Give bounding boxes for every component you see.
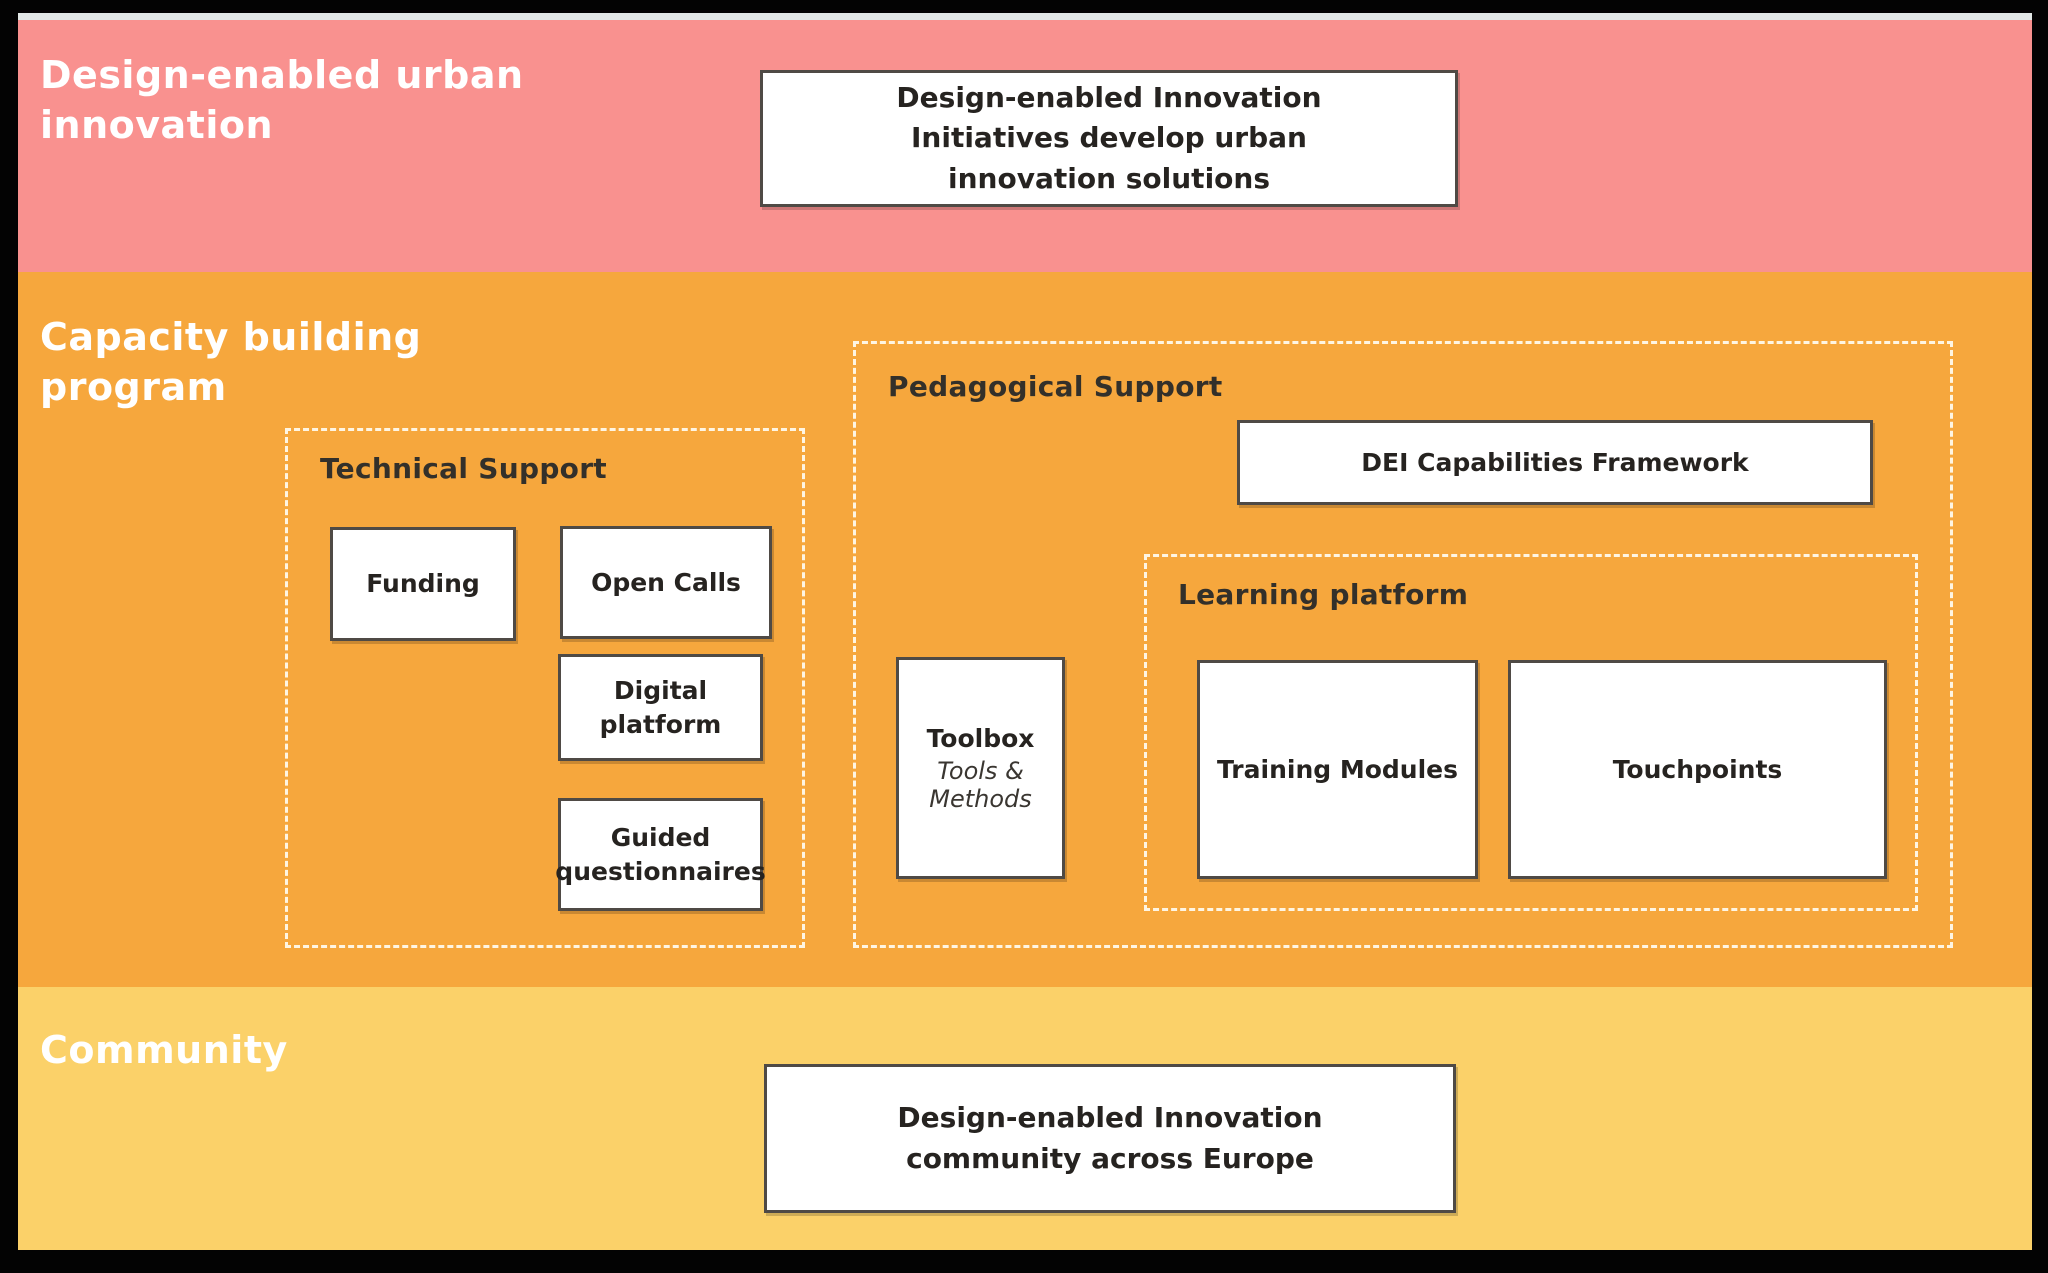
box-dei-capabilities-framework: DEI Capabilities Framework <box>1237 420 1873 505</box>
band-title-capacity-building-program: Capacity building program <box>40 315 422 410</box>
band-design-enabled-urban-innovation: Design-enabled urban innovation Design-e… <box>18 20 2032 272</box>
band-title-community: Community <box>40 1028 288 1072</box>
band-title-design-enabled-urban-innovation: Design-enabled urban innovation <box>40 53 524 148</box>
box-design-enabled-innovation-initiatives: Design-enabled Innovation Initiatives de… <box>760 70 1458 207</box>
group-title-learning-platform: Learning platform <box>1178 578 1469 611</box>
top-edge-highlight <box>18 13 2032 20</box>
box-funding: Funding <box>330 527 516 641</box>
band-community: Community Design-enabled Innovation comm… <box>18 987 2032 1250</box>
group-pedagogical-support <box>853 341 1953 948</box>
box-open-calls: Open Calls <box>560 526 772 639</box>
box-digital-platform: Digital platform <box>558 654 763 761</box>
diagram-content: Design-enabled urban innovation Design-e… <box>18 13 2032 1250</box>
band-capacity-building-program: Capacity building program Technical Supp… <box>18 272 2032 987</box>
box-touchpoints: Touchpoints <box>1508 660 1887 879</box>
box-toolbox: Toolbox Tools & Methods <box>896 657 1065 879</box>
group-title-pedagogical-support: Pedagogical Support <box>888 370 1223 403</box>
toolbox-title: Toolbox <box>926 723 1035 753</box>
box-guided-questionnaires: Guided questionnaires <box>555 798 766 911</box>
box-training-modules: Training Modules <box>1197 660 1478 879</box>
toolbox-subtitle: Tools & Methods <box>929 756 1032 813</box>
group-title-technical-support: Technical Support <box>320 452 607 485</box>
group-learning-platform <box>1144 554 1918 911</box>
group-technical-support <box>285 428 805 948</box>
box-design-enabled-innovation-community: Design-enabled Innovation community acro… <box>764 1064 1456 1213</box>
